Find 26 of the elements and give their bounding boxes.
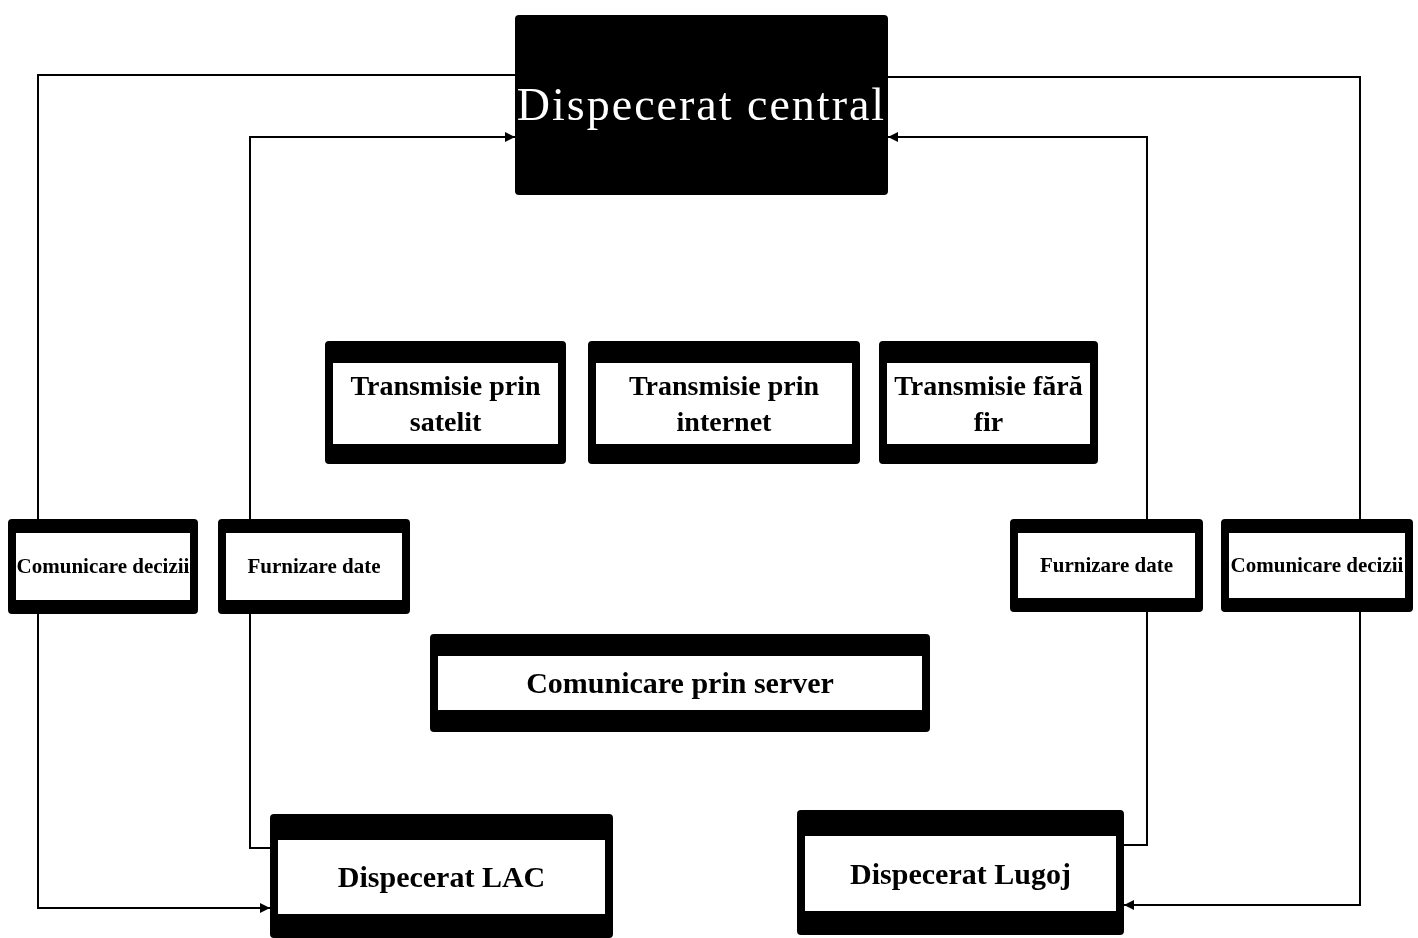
node-label: Dispecerat Lugoj [850,855,1071,892]
node-label: Furnizare date [1039,552,1174,579]
process-box [270,814,613,938]
node-label: Transmisie prin satelit [349,368,542,439]
process-box [1010,519,1203,612]
connector-arrow [249,132,516,520]
process-box [218,519,410,614]
process-box [430,634,930,732]
node-label: Transmisie fără fir [893,368,1084,439]
node-label: Comunicare prin server [526,665,834,701]
process-box [8,519,198,614]
process-box [515,15,888,195]
node-label: Comunicare decizii [1230,552,1404,579]
process-box [1221,519,1413,612]
node-label: Furnizare date [247,553,381,580]
process-box [797,810,1124,935]
node-label: Dispecerat LAC [337,859,546,895]
process-box [588,341,860,464]
connector-arrow [1123,611,1361,910]
connector-arrow [37,613,271,913]
process-box [879,341,1098,464]
node-label: Transmisie prin internet [627,368,821,439]
node-label: Dispecerat central [516,78,887,132]
node-label: Comunicare decizii [16,553,190,580]
process-box [325,341,566,464]
connector-arrow [887,132,1148,520]
